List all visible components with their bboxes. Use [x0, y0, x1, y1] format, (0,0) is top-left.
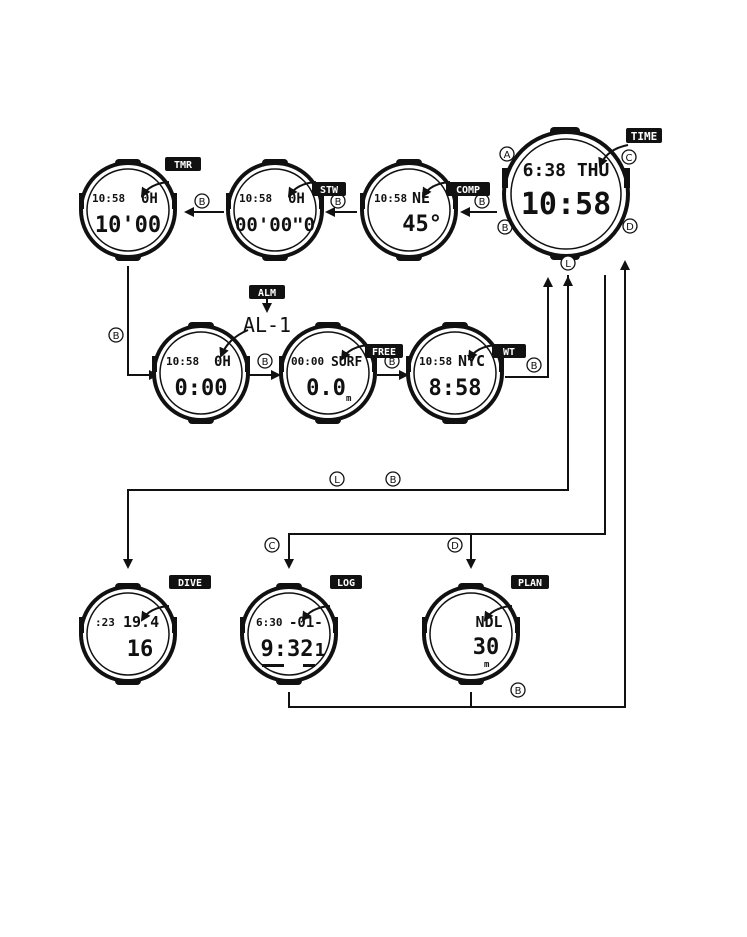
free-depth: 0.0	[306, 376, 346, 401]
time-tag: TIME	[631, 130, 658, 143]
alm-value: 0:00	[175, 376, 228, 401]
dive-tag: DIVE	[178, 578, 202, 589]
comp-bearing: 45°	[402, 212, 442, 237]
free-time: 00:00	[291, 355, 324, 368]
free-unit: m	[346, 394, 352, 404]
alm-tag: ALM	[258, 288, 276, 299]
svg-text:B: B	[515, 686, 522, 697]
log-value-suffix: 1	[315, 640, 326, 661]
svg-text:B: B	[479, 197, 486, 208]
comp-time: 10:58	[374, 192, 407, 205]
watch-wt: 10:58 NYC 8:58 WT	[406, 322, 526, 424]
free-status: SURF	[331, 355, 362, 370]
btn-b-label: B	[475, 194, 489, 208]
plan-tag: PLAN	[518, 578, 542, 589]
svg-text:C: C	[269, 541, 276, 552]
svg-text:D: D	[451, 541, 459, 552]
watch-free: 00:00 SURF 0.0 m FREE	[279, 322, 403, 424]
btn-a-label: A	[500, 147, 514, 161]
watch-time: 6:38 THU 10:58 TIME A C B D L	[498, 127, 662, 270]
tmr-tag: TMR	[174, 160, 193, 171]
log-tag: LOG	[337, 578, 355, 589]
svg-text:B: B	[390, 475, 397, 486]
arrow-wt-to-time	[505, 279, 548, 377]
watch-log: 6:30 -01- 9:32 1 LOG	[240, 575, 362, 685]
btn-l-label: L	[561, 256, 575, 270]
alm-time: 10:58	[166, 355, 199, 368]
svg-text:L: L	[334, 475, 340, 486]
svg-text:A: A	[504, 150, 511, 161]
watch-alm: ALM AL-1 10:58 0H 0:00	[152, 285, 291, 424]
btn-b-label: B	[386, 472, 400, 486]
log-value: 9:32	[261, 637, 314, 662]
plan-unit: m	[484, 660, 490, 670]
btn-b-label: B	[527, 358, 541, 372]
stw-tag: STW	[320, 185, 339, 196]
svg-text:B: B	[502, 223, 509, 234]
btn-b-label: B	[258, 354, 272, 368]
watch-plan: NDL 30 m PLAN	[422, 575, 549, 685]
stw-time: 10:58	[239, 192, 272, 205]
watch-tmr: 10:58 0H 10'00 TMR	[79, 157, 201, 261]
watch-stw: 10:58 0H 00'00"0 STW	[226, 159, 346, 261]
svg-text:B: B	[262, 357, 269, 368]
plan-value: 30	[473, 635, 500, 660]
comp-tag: COMP	[456, 185, 480, 196]
svg-text:B: B	[389, 357, 396, 368]
svg-text:B: B	[531, 361, 538, 372]
watch-dive: :23 19.4 16 DIVE	[79, 575, 211, 685]
btn-b-label: B	[331, 194, 345, 208]
btn-b-label: B	[195, 194, 209, 208]
alm-label: AL-1	[243, 313, 291, 337]
btn-d-label: D	[623, 219, 637, 233]
time-line1: 6:38 THU	[523, 160, 610, 181]
svg-text:D: D	[626, 222, 634, 233]
svg-text:B: B	[335, 197, 342, 208]
btn-d-label: D	[448, 538, 462, 552]
watch-comp: 10:58 NE 45° COMP	[360, 159, 490, 261]
btn-l-label: L	[330, 472, 344, 486]
btn-c-label: C	[265, 538, 279, 552]
svg-text:B: B	[199, 197, 206, 208]
free-tag: FREE	[372, 347, 396, 358]
alm-hour: 0H	[214, 354, 231, 370]
dive-temp: 19.4	[123, 613, 159, 631]
wt-tag: WT	[503, 347, 515, 358]
wt-time: 10:58	[419, 355, 452, 368]
btn-b-label: B	[498, 220, 512, 234]
tmr-value: 10'00	[95, 213, 161, 238]
time-line2: 10:58	[521, 187, 611, 222]
dive-value: 16	[127, 637, 154, 662]
flow-arrows	[128, 212, 625, 707]
wt-value: 8:58	[429, 376, 482, 401]
log-date: 6:30	[256, 616, 283, 629]
dive-time: :23	[95, 616, 115, 629]
svg-text:B: B	[113, 331, 120, 342]
btn-c-label: C	[622, 150, 636, 164]
tmr-time: 10:58	[92, 192, 125, 205]
btn-b-label: B	[511, 683, 525, 697]
svg-text:C: C	[626, 153, 633, 164]
btn-b-label: B	[109, 328, 123, 342]
stw-value: 00'00"0	[235, 214, 315, 236]
svg-text:L: L	[565, 259, 571, 270]
